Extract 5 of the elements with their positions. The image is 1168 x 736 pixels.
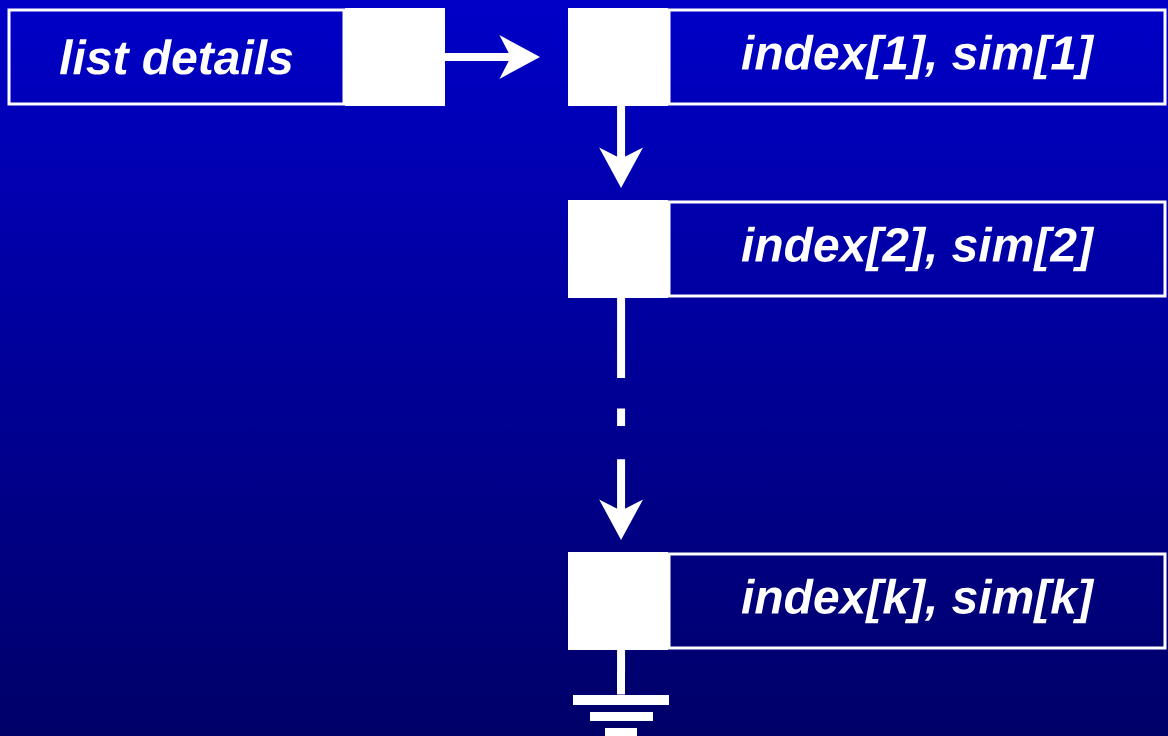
list-node: index[1], sim[1]	[568, 8, 1167, 106]
list-node: index[k], sim[k]	[568, 552, 1167, 650]
list-node: list details	[7, 8, 445, 106]
list-node: index[2], sim[2]	[568, 200, 1167, 298]
ground-symbol	[573, 695, 669, 736]
